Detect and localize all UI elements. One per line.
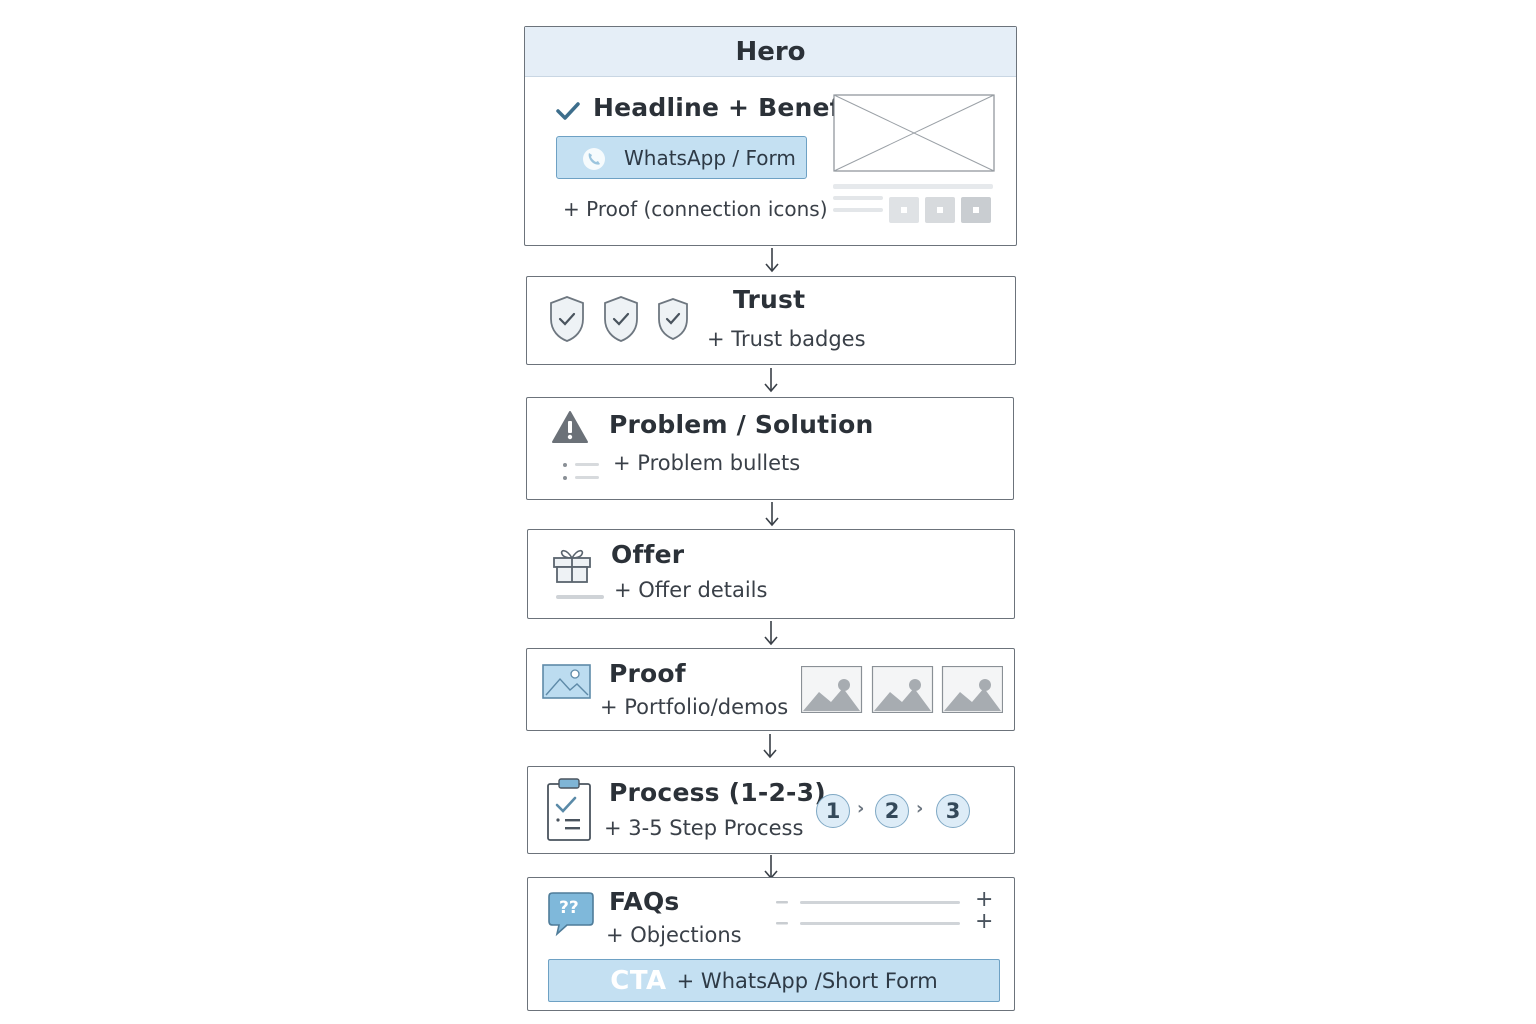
- bullet-list-icon: [563, 463, 599, 480]
- hero-headline: Headline + Benefit: [593, 93, 862, 122]
- hero-image-placeholder: [833, 94, 995, 172]
- check-icon: [556, 102, 580, 120]
- cta-button[interactable]: CTA + WhatsApp /Short Form: [548, 959, 1000, 1002]
- whatsapp-form-label: WhatsApp / Form: [624, 146, 796, 170]
- clipboard-icon: [547, 778, 591, 841]
- whatsapp-form-button[interactable]: WhatsApp / Form: [556, 136, 807, 179]
- flow-arrow: [763, 734, 777, 759]
- process-section: Process (1-2-3) + 3-5 Step Process 1 › 2…: [527, 766, 1015, 854]
- flow-arrow: [764, 621, 778, 646]
- proof-title: Proof: [609, 659, 686, 688]
- flow-arrow: [764, 368, 778, 393]
- flow-arrow: [765, 502, 779, 527]
- hero-proof-note: + Proof (connection icons): [563, 197, 828, 221]
- process-step-1: 1: [816, 794, 850, 828]
- process-title: Process (1-2-3): [609, 778, 826, 807]
- expand-plus-icon[interactable]: +: [975, 887, 994, 912]
- portfolio-thumbnails: [801, 666, 1003, 713]
- chevron-right-icon: ›: [857, 798, 865, 819]
- offer-sub: + Offer details: [614, 578, 768, 602]
- speech-bubble-icon: [548, 892, 594, 937]
- image-icon: [542, 664, 591, 699]
- process-sub: + 3-5 Step Process: [604, 816, 804, 840]
- flow-arrow: [765, 248, 779, 273]
- expand-plus-icon[interactable]: +: [975, 909, 994, 934]
- problem-title: Problem / Solution: [609, 410, 874, 439]
- trust-sub: + Trust badges: [707, 327, 866, 351]
- speech-bubble-text: ??: [559, 898, 579, 918]
- shield-icon: [550, 296, 688, 342]
- trust-section: Trust + Trust badges: [526, 276, 1016, 365]
- hero-title: Hero: [735, 36, 806, 67]
- chevron-right-icon: ›: [916, 798, 924, 819]
- offer-section: Offer + Offer details: [527, 529, 1015, 619]
- proof-section: Proof + Portfolio/demos: [526, 648, 1015, 731]
- gift-icon: [553, 549, 591, 583]
- whatsapp-icon: [583, 148, 605, 170]
- process-step-2: 2: [875, 794, 909, 828]
- hero-header: Hero: [525, 27, 1016, 77]
- hero-section: Hero Headline + Benefit WhatsApp / Form …: [524, 26, 1017, 246]
- faqs-sub: + Objections: [606, 923, 742, 947]
- proof-sub: + Portfolio/demos: [600, 695, 789, 719]
- connection-icons: [833, 184, 993, 223]
- cta-rest: + WhatsApp /Short Form: [676, 968, 938, 993]
- process-step-3: 3: [936, 794, 970, 828]
- offer-title: Offer: [611, 540, 685, 569]
- problem-solution-section: Problem / Solution + Problem bullets: [526, 397, 1014, 500]
- faq-lines: [776, 901, 960, 925]
- warning-icon: [552, 411, 588, 443]
- faqs-title: FAQs: [609, 887, 680, 916]
- trust-title: Trust: [733, 285, 806, 314]
- cta-word: CTA: [610, 965, 667, 996]
- problem-sub: + Problem bullets: [613, 451, 801, 475]
- offer-line: [556, 595, 604, 599]
